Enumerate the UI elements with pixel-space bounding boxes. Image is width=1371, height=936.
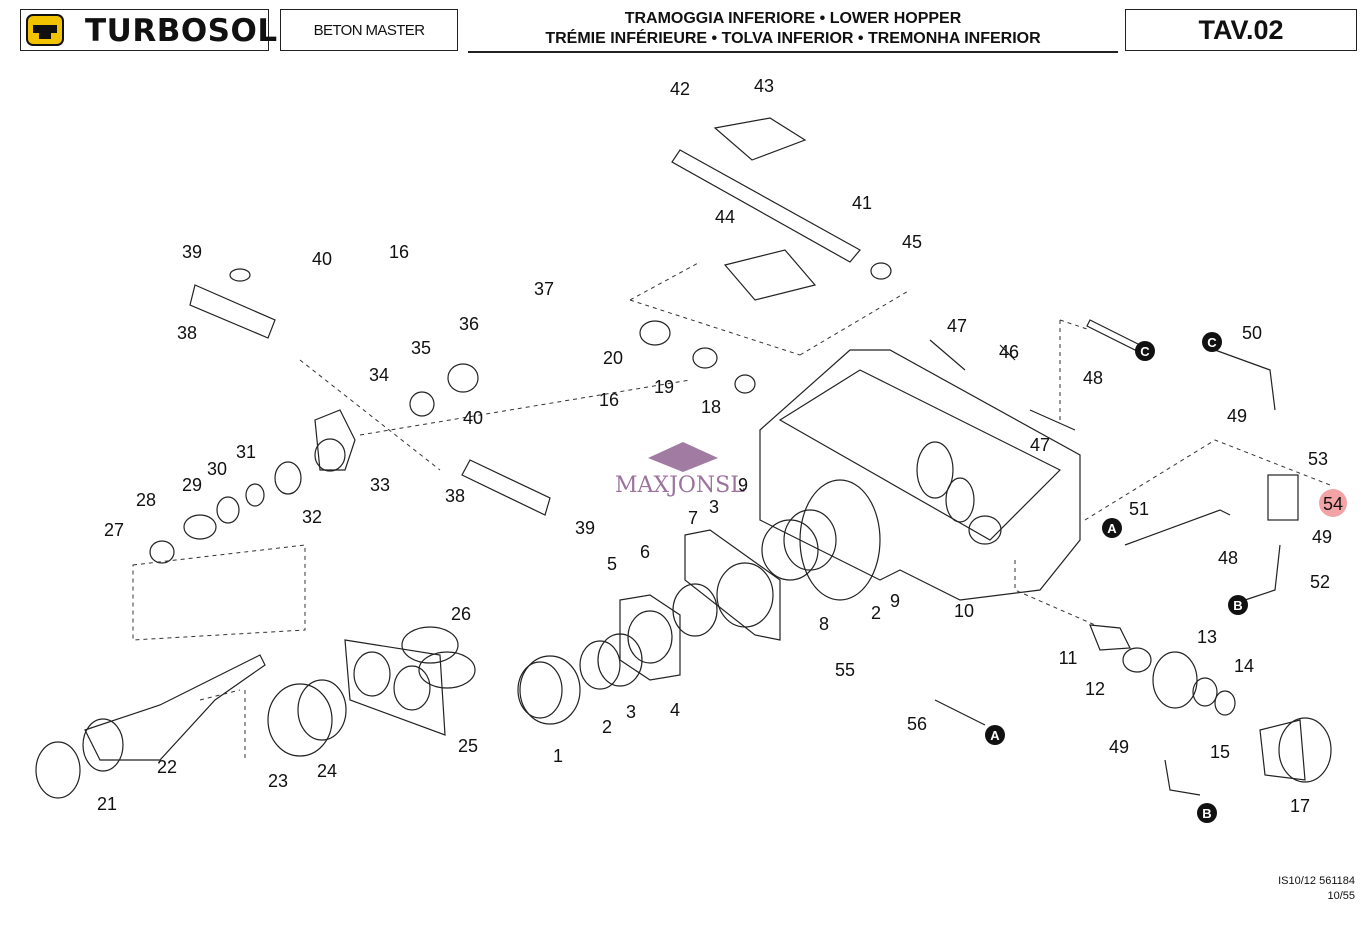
- part-label-31: 31: [236, 442, 256, 462]
- model-name: BETON MASTER: [280, 9, 458, 51]
- part-label-18: 18: [701, 397, 721, 417]
- part-label-35: 35: [411, 338, 431, 358]
- part-label-46: 46: [999, 342, 1019, 362]
- svg-text:B: B: [1202, 806, 1211, 821]
- part-label-6: 6: [640, 542, 650, 562]
- brand-logo: TURBOSOL: [20, 9, 277, 51]
- part-label-13: 13: [1197, 627, 1217, 647]
- turbosol-logo-icon: [26, 14, 64, 46]
- part-label-27: 27: [104, 520, 124, 540]
- part-label-52: 52: [1310, 572, 1330, 592]
- part-label-5: 5: [607, 554, 617, 574]
- part-label-39: 39: [575, 518, 595, 538]
- part-label-38: 38: [177, 323, 197, 343]
- part-label-15: 15: [1210, 742, 1230, 762]
- brand-name: TURBOSOL: [85, 13, 278, 49]
- reference-marker-A: A: [1102, 518, 1122, 538]
- part-label-10: 10: [954, 601, 974, 621]
- part-label-56: 56: [907, 714, 927, 734]
- reference-marker-B: B: [1197, 803, 1217, 823]
- part-label-1: 1: [553, 746, 563, 766]
- svg-text:A: A: [990, 728, 1000, 743]
- part-label-44: 44: [715, 207, 735, 227]
- part-label-28: 28: [136, 490, 156, 510]
- part-label-22: 22: [157, 757, 177, 777]
- part-label-50: 50: [1242, 323, 1262, 343]
- part-label-20: 20: [603, 348, 623, 368]
- part-label-49: 49: [1109, 737, 1129, 757]
- part-label-16: 16: [599, 390, 619, 410]
- reference-markers: A A B B C C: [985, 332, 1248, 823]
- page-title: TRAMOGGIA INFERIORE • LOWER HOPPER TRÉMI…: [468, 9, 1118, 53]
- part-label-45: 45: [902, 232, 922, 252]
- svg-text:A: A: [1107, 521, 1117, 536]
- watermark-text: MAXJONSL: [615, 473, 745, 498]
- part-label-54: 54: [1323, 494, 1343, 514]
- part-label-9: 9: [890, 591, 900, 611]
- svg-text:C: C: [1207, 335, 1217, 350]
- part-label-48: 48: [1218, 548, 1238, 568]
- part-label-40: 40: [463, 408, 483, 428]
- part-label-21: 21: [97, 794, 117, 814]
- part-label-29: 29: [182, 475, 202, 495]
- reference-marker-C: C: [1135, 341, 1155, 361]
- part-label-49: 49: [1312, 527, 1332, 547]
- part-label-36: 36: [459, 314, 479, 334]
- part-label-48: 48: [1083, 368, 1103, 388]
- part-label-3: 3: [626, 702, 636, 722]
- title-line-1: TRAMOGGIA INFERIORE • LOWER HOPPER: [624, 10, 962, 27]
- part-label-42: 42: [670, 79, 690, 99]
- part-label-53: 53: [1308, 449, 1328, 469]
- part-label-33: 33: [370, 475, 390, 495]
- svg-text:C: C: [1140, 344, 1150, 359]
- part-label-2: 2: [871, 603, 881, 623]
- part-label-3: 3: [709, 497, 719, 517]
- part-label-37: 37: [534, 279, 554, 299]
- part-label-11: 11: [1059, 648, 1078, 668]
- svg-text:B: B: [1233, 598, 1242, 613]
- part-label-16: 16: [389, 242, 409, 262]
- part-label-32: 32: [302, 507, 322, 527]
- part-label-19: 19: [654, 377, 674, 397]
- part-label-43: 43: [754, 76, 774, 96]
- part-label-51: 51: [1129, 499, 1149, 519]
- part-label-24: 24: [317, 761, 337, 781]
- part-label-49: 49: [1227, 406, 1247, 426]
- watermark: MAXJONSL: [615, 442, 745, 498]
- part-label-2: 2: [602, 717, 612, 737]
- part-label-25: 25: [458, 736, 478, 756]
- part-label-26: 26: [451, 604, 471, 624]
- part-label-34: 34: [369, 365, 389, 385]
- reference-marker-B: B: [1228, 595, 1248, 615]
- assembly-lines: [132, 261, 1331, 760]
- part-label-47: 47: [947, 316, 967, 336]
- part-label-4: 4: [670, 700, 680, 720]
- part-label-30: 30: [207, 459, 227, 479]
- part-label-23: 23: [268, 771, 288, 791]
- part-drawings: [35, 117, 1332, 799]
- footer: IS10/12 561184 10/55: [1278, 874, 1355, 904]
- part-label-7: 7: [688, 508, 698, 528]
- document-code: IS10/12 561184: [1278, 875, 1355, 887]
- highlight-circle: [1319, 489, 1347, 517]
- part-label-17: 17: [1290, 796, 1310, 816]
- part-label-40: 40: [312, 249, 332, 269]
- reference-marker-A: A: [985, 725, 1005, 745]
- part-label-47: 47: [1030, 435, 1050, 455]
- title-line-2: TRÉMIE INFÉRIEURE • TOLVA INFERIOR • TRE…: [545, 30, 1041, 47]
- part-label-55: 55: [835, 660, 855, 680]
- part-label-9: 9: [738, 475, 748, 495]
- page-number: 10/55: [1327, 890, 1355, 902]
- part-label-41: 41: [852, 193, 872, 213]
- part-label-14: 14: [1234, 656, 1254, 676]
- part-label-38: 38: [445, 486, 465, 506]
- part-label-39: 39: [182, 242, 202, 262]
- reference-marker-C: C: [1202, 332, 1222, 352]
- sheet-number: TAV.02: [1125, 9, 1357, 51]
- part-label-8: 8: [819, 614, 829, 634]
- part-label-12: 12: [1085, 679, 1105, 699]
- part-labels: 1223345678991011121314151616171819202122…: [97, 76, 1343, 816]
